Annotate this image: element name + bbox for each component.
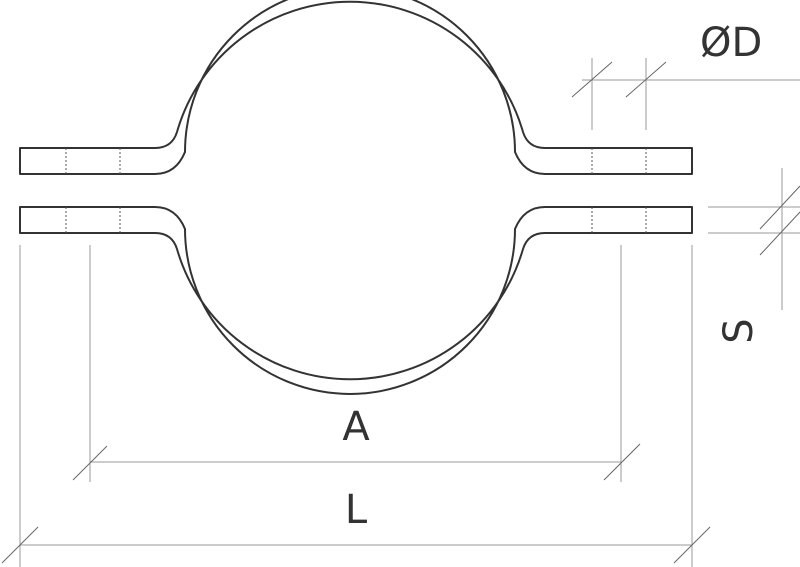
- thickness-dimension: [708, 168, 800, 310]
- hole-spacing-dimension: [72, 245, 641, 482]
- thickness-label: S: [716, 318, 762, 343]
- hole-spacing-label: A: [342, 404, 370, 450]
- diameter-dimension: [571, 58, 800, 130]
- upper-clamp-half: [19, 0, 693, 175]
- total-length-dimension: [1, 245, 711, 567]
- total-length-label: L: [345, 487, 368, 533]
- diameter-label: ØD: [700, 20, 762, 66]
- bolt-holes: [65, 148, 647, 233]
- lower-clamp-half: [19, 206, 693, 395]
